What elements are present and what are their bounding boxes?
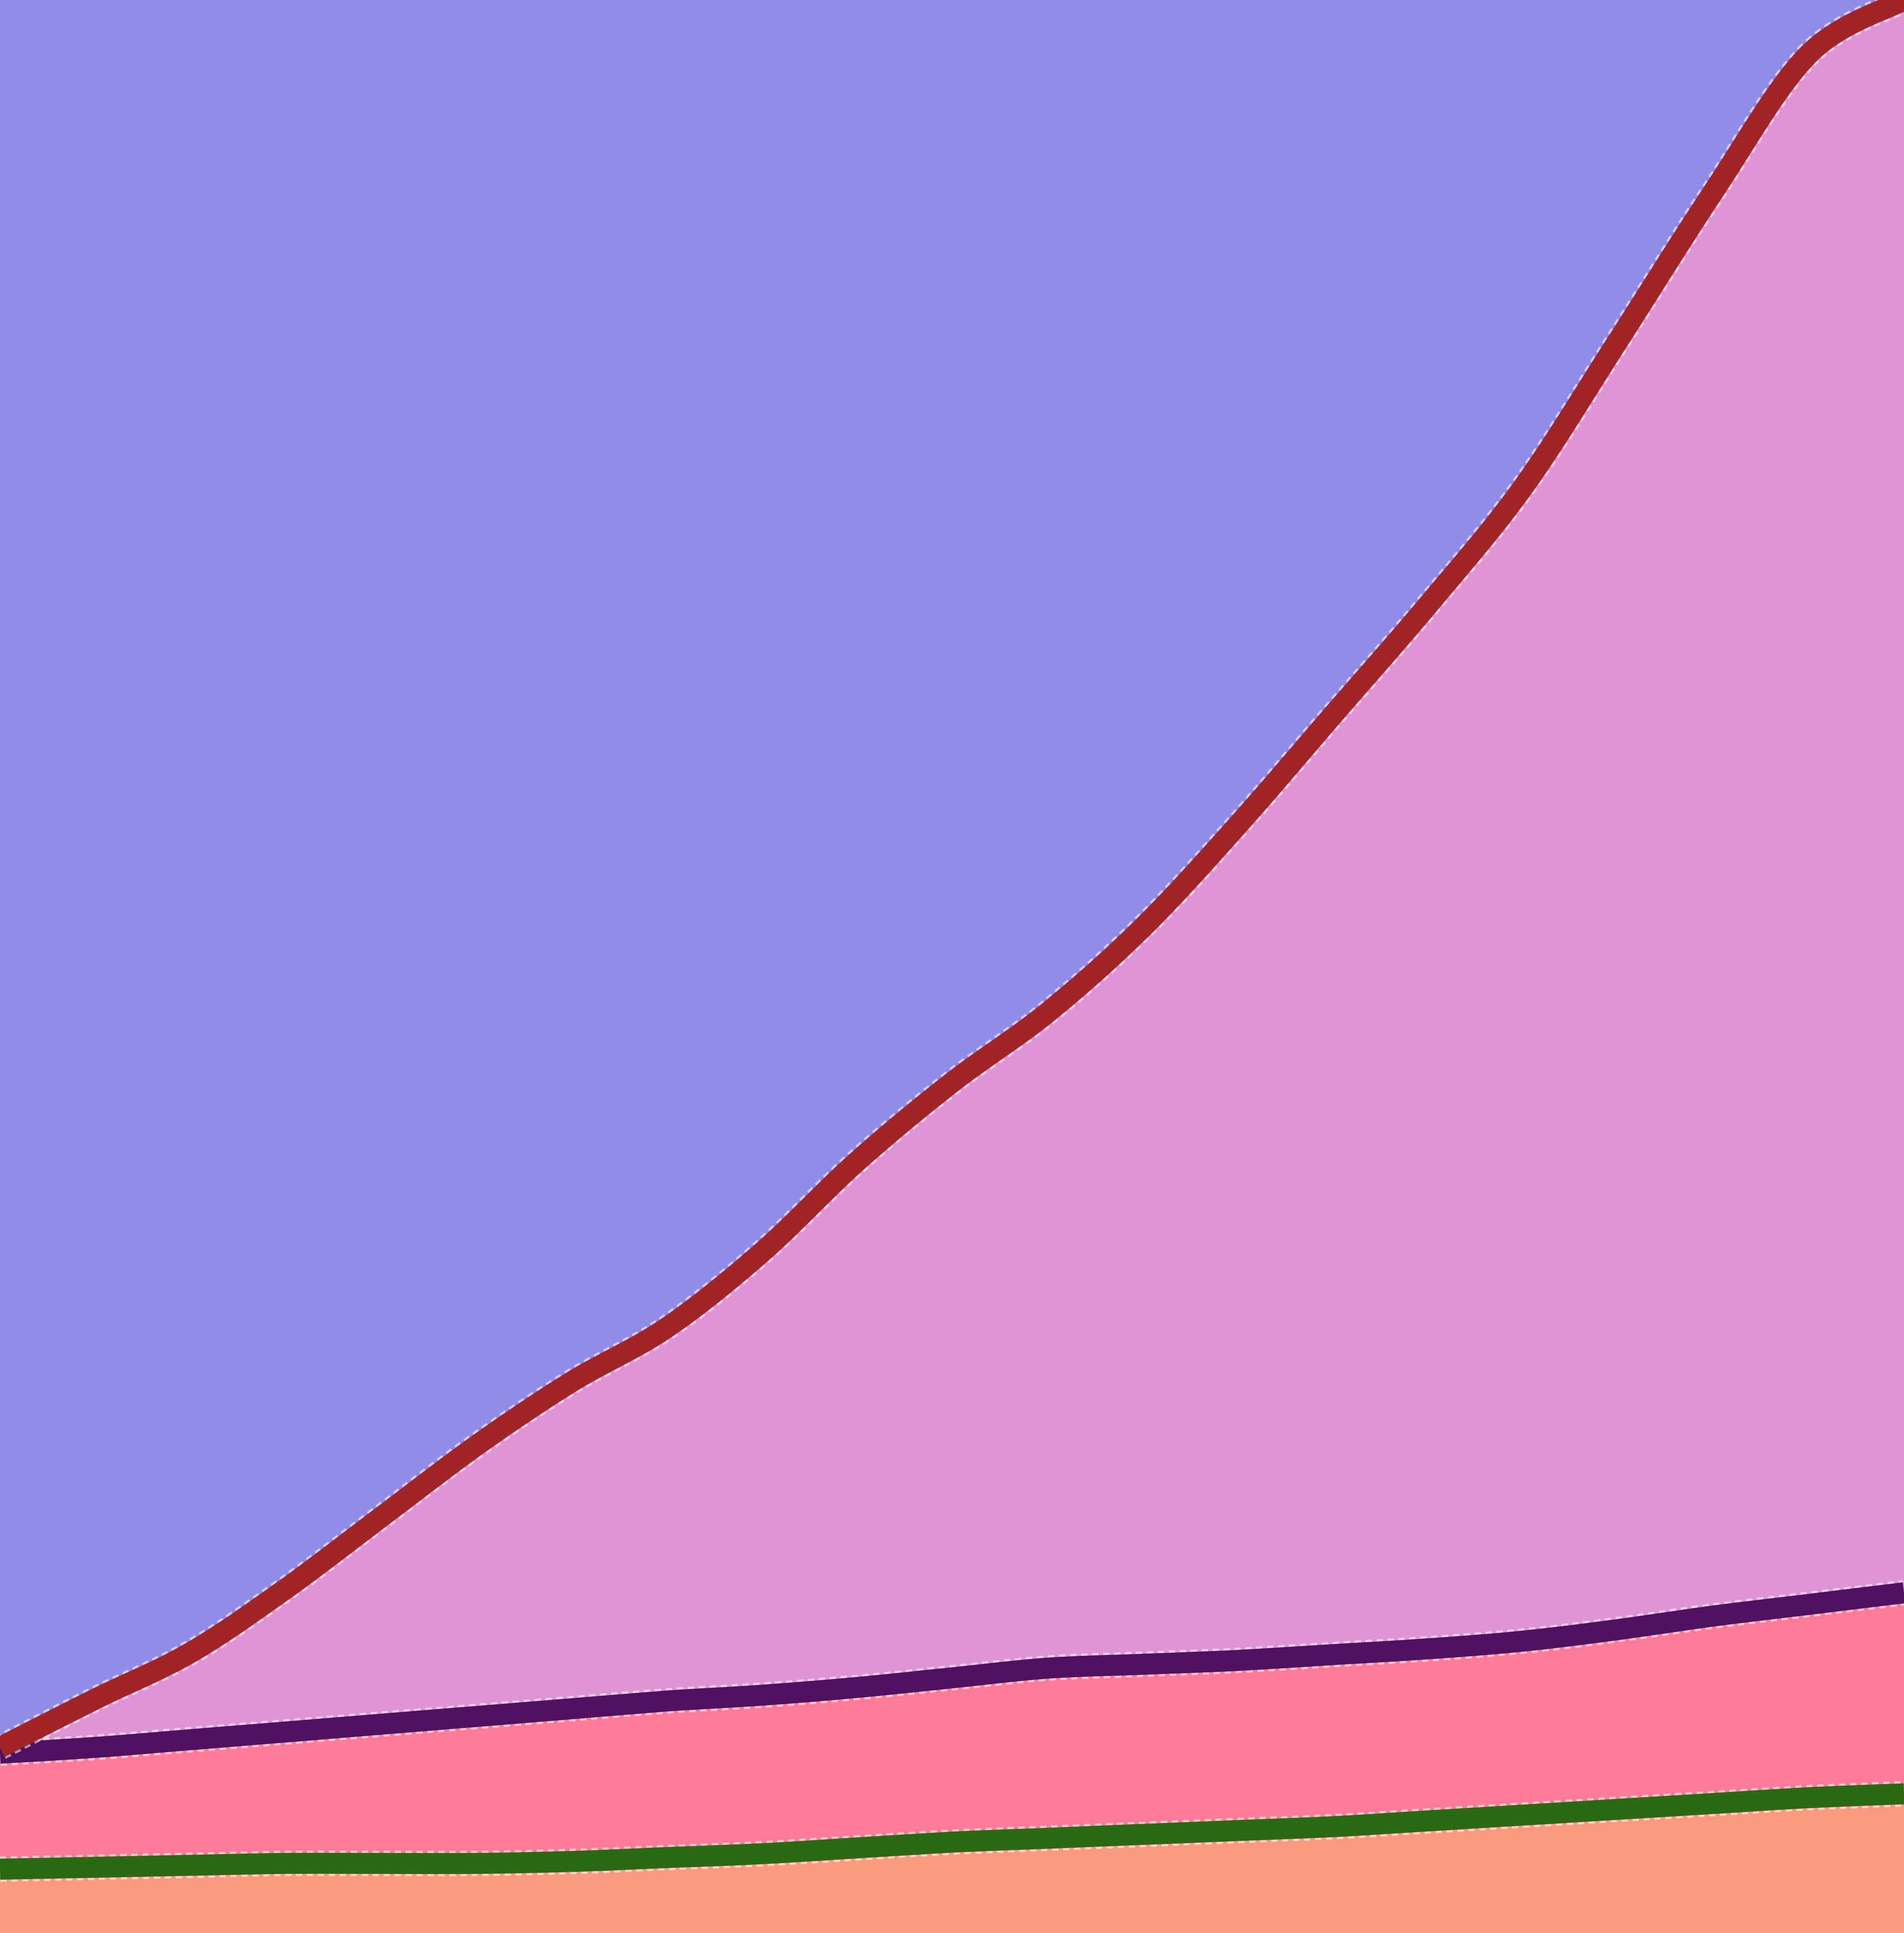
area-series-3: [0, 0, 1904, 1754]
area-series-2: [0, 1593, 1904, 1870]
series-2-line: [0, 1582, 1904, 1764]
series-1-line: [0, 1783, 1904, 1880]
series-3-line: [0, 0, 1904, 1757]
boundary-lines: [0, 0, 1904, 1882]
